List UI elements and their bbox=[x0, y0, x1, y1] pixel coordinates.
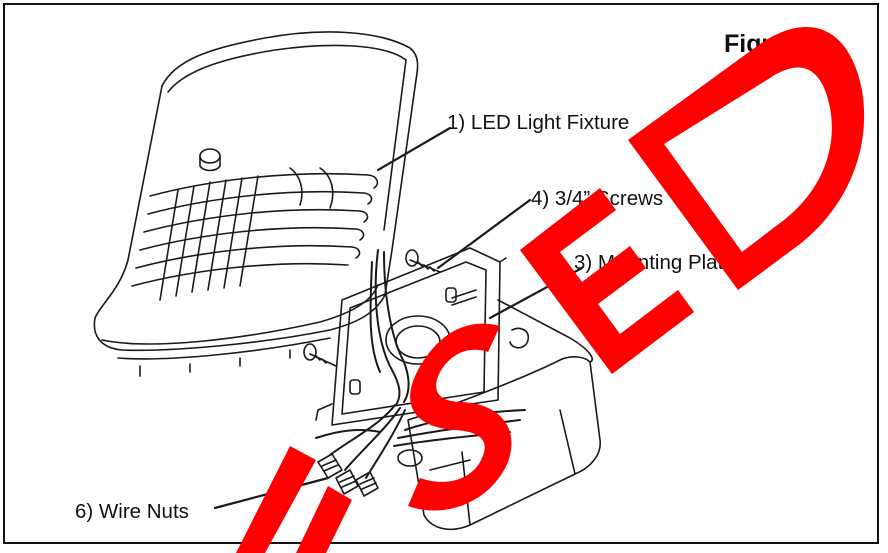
screws bbox=[303, 249, 441, 367]
mounting-plate bbox=[315, 247, 507, 426]
figure-border bbox=[3, 3, 879, 544]
fixture-wires bbox=[369, 249, 410, 406]
leader-wire-nuts bbox=[213, 476, 330, 510]
label-led-light-fixture: 1) LED Light Fixture bbox=[447, 111, 630, 134]
leader-lines bbox=[213, 126, 584, 510]
leader-plate bbox=[488, 266, 584, 320]
wire-nuts bbox=[317, 453, 379, 497]
led-light-fixture bbox=[93, 31, 419, 377]
leader-fixture bbox=[376, 126, 452, 172]
leader-screws bbox=[436, 198, 532, 270]
label-screws: 4) 3/4” Screws bbox=[531, 187, 664, 210]
figure-title: Figure B bbox=[724, 30, 826, 58]
label-wire-nuts: 6) Wire Nuts bbox=[75, 500, 189, 523]
label-mounting-plate: 3) Mounting Plate bbox=[574, 251, 735, 274]
